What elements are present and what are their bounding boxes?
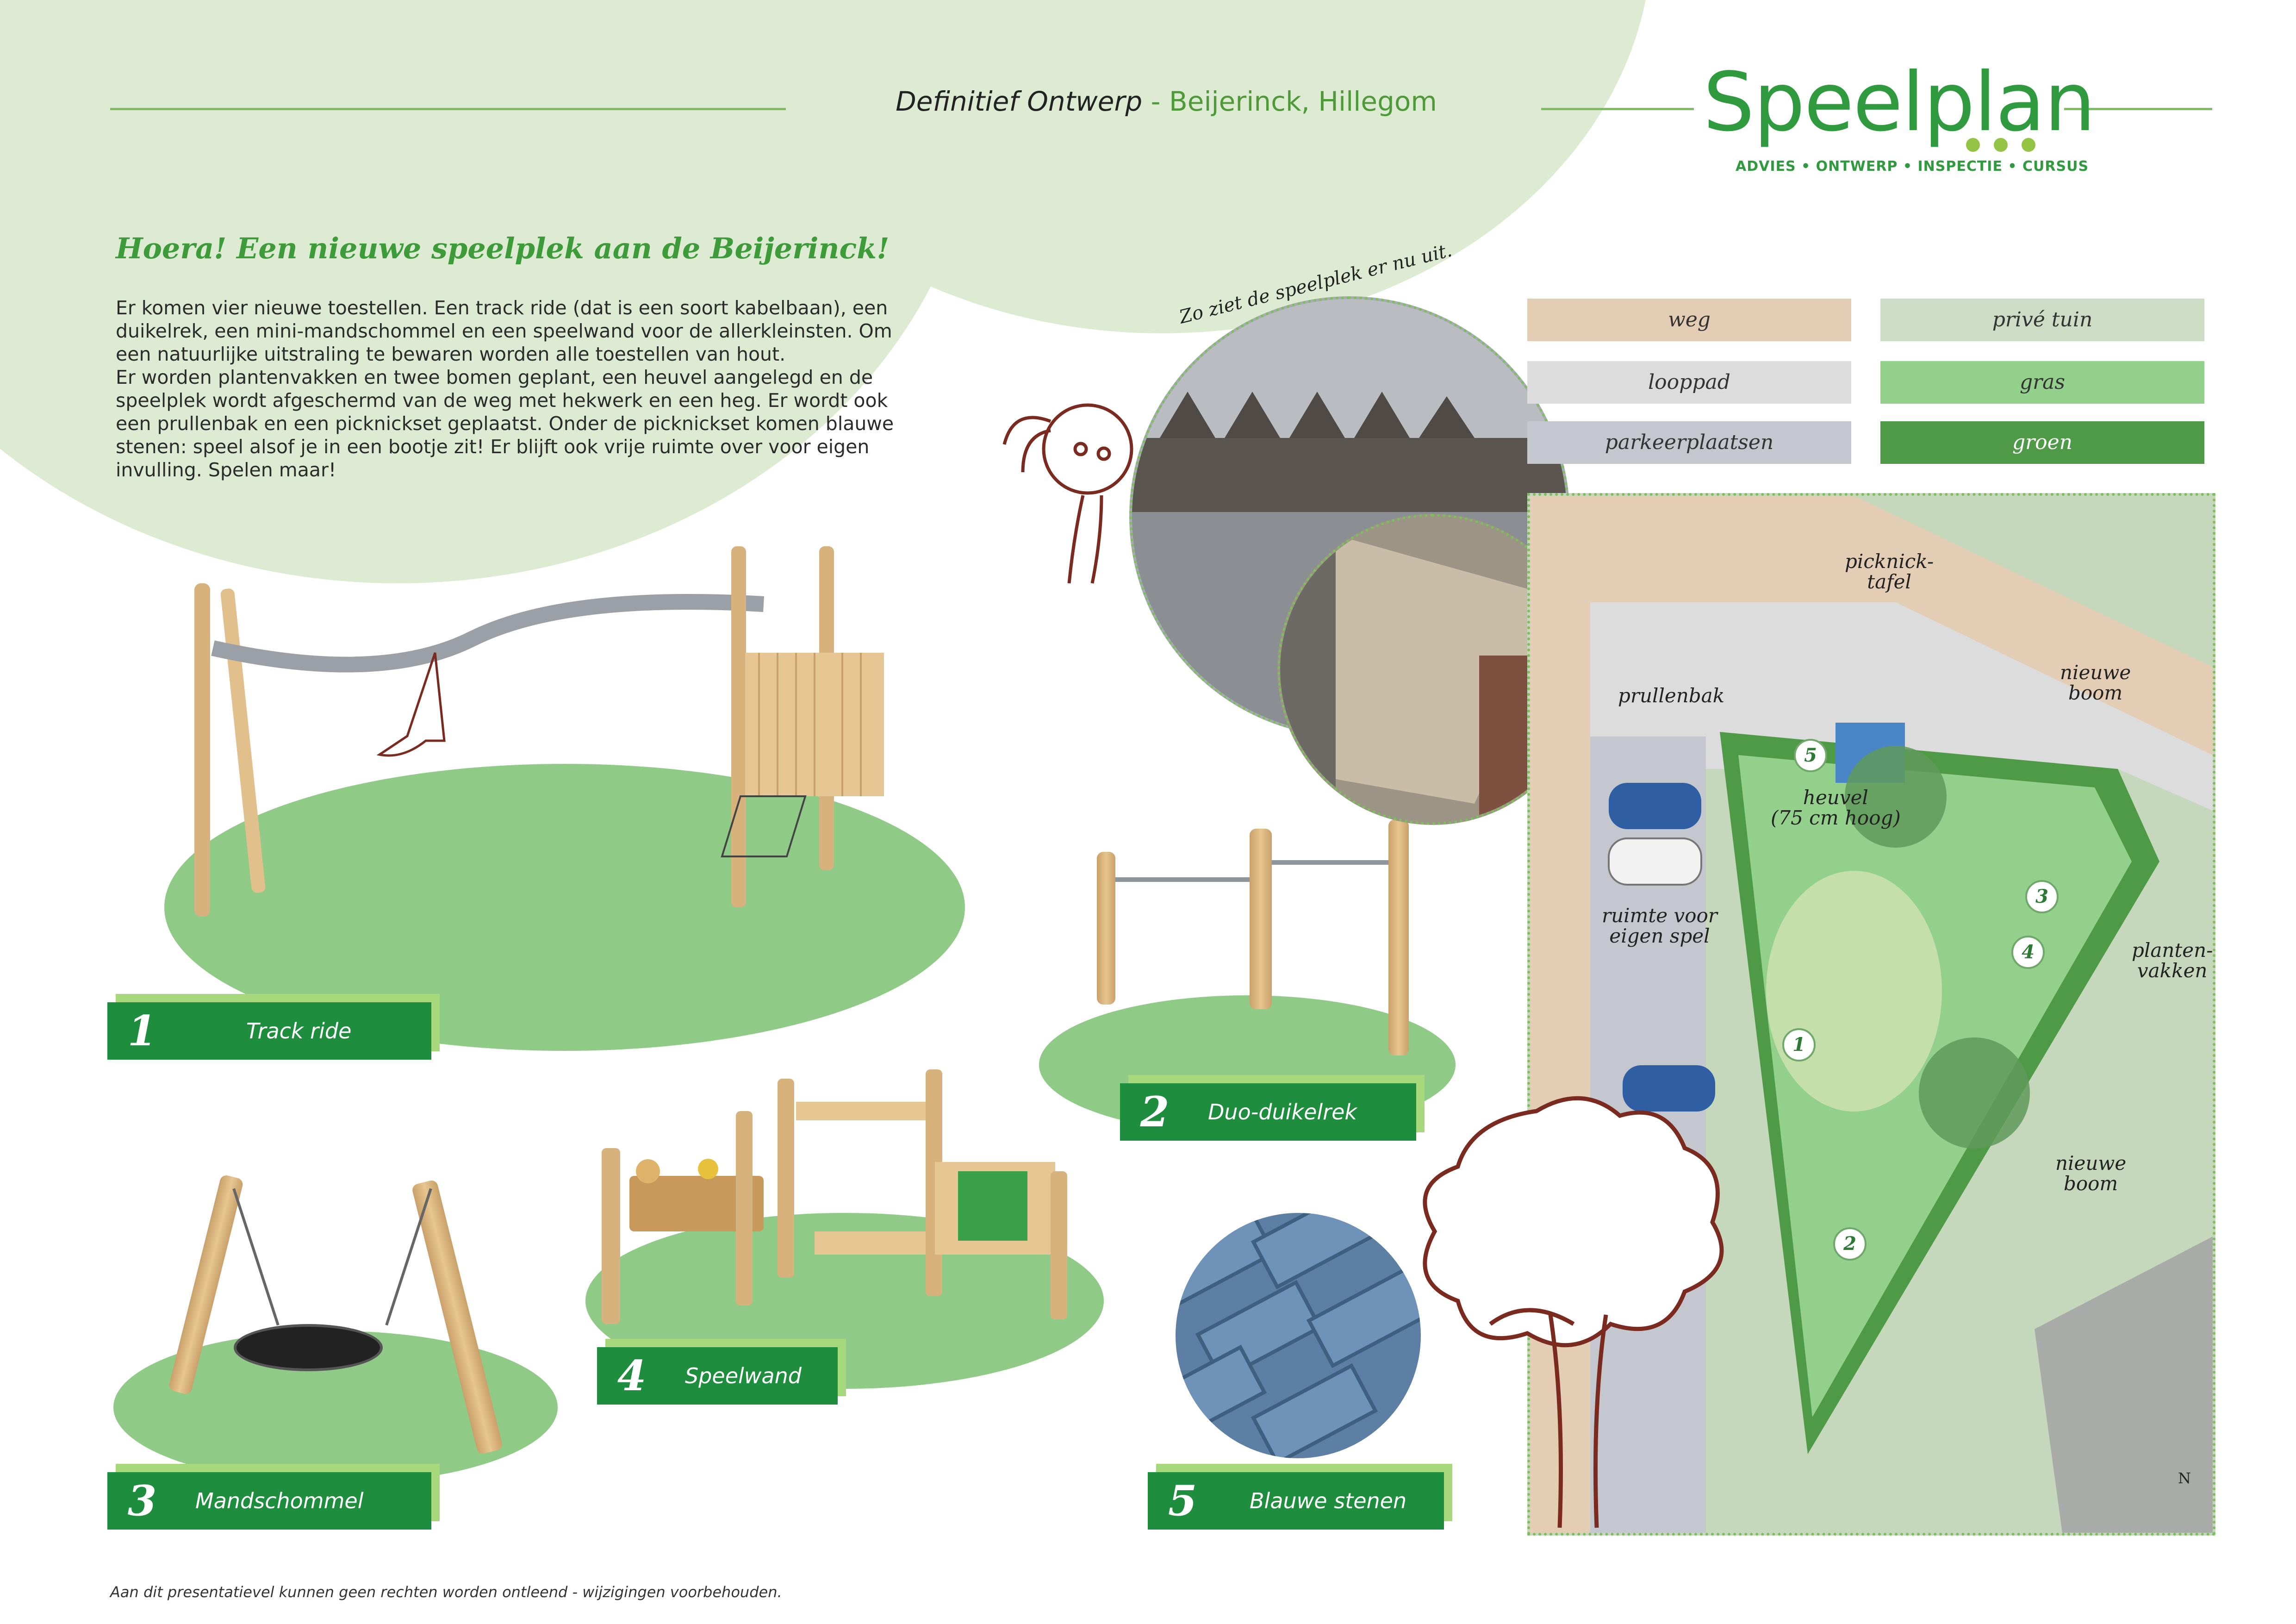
map-label-picknick: picknick- tafel <box>1845 550 1934 593</box>
intro-body: Er komen vier nieuwe toestellen. Een tra… <box>116 296 912 481</box>
item-label-1-number: 1 <box>127 1006 157 1056</box>
map-label-heuvel: heuvel (75 cm hoog) <box>1771 786 1901 829</box>
duikelrek-post-3 <box>1388 819 1409 1056</box>
legend-prive-tuin: privé tuin <box>1880 299 2204 341</box>
mandschommel-basket <box>234 1324 383 1371</box>
legend-parkeerplaatsen: parkeerplaatsen <box>1527 421 1851 464</box>
item-label-2-bar <box>1120 1083 1416 1141</box>
track-ride-illustration <box>185 532 972 949</box>
legend-groen: groen <box>1880 421 2204 464</box>
tree-doodle-svg <box>1423 1096 1724 1528</box>
mandschommel-chain-left <box>232 1188 280 1326</box>
map-marker-2: 2 <box>1833 1227 1867 1261</box>
speelwand-svg <box>602 1069 1067 1324</box>
header-rule-right-b <box>2064 108 2212 110</box>
item-label-3-bar <box>107 1472 431 1530</box>
legend-gras: gras <box>1880 361 2204 404</box>
map-label-ruimte: ruimte voor eigen spel <box>1602 904 1717 947</box>
header-separator: - <box>1142 86 1169 117</box>
intro-paragraph-2: Er worden plantenvakken en twee bomen ge… <box>116 366 894 481</box>
site-plan-map: picknick- tafel prullenbak nieuwe boom h… <box>1527 493 2215 1536</box>
item-label-2-text: Duo-duikelrek <box>1208 1099 1357 1124</box>
item-label-4-text: Speelwand <box>685 1363 802 1388</box>
footer-disclaimer: Aan dit presentatievel kunnen geen recht… <box>110 1583 782 1601</box>
map-marker-1: 1 <box>1782 1028 1816 1062</box>
logo-tagline: ADVIES • ONTWERP • INSPECTIE • CURSUS <box>1736 158 2089 175</box>
logo-word: Speelplan <box>1703 56 2096 150</box>
item-label-4-bar <box>597 1347 838 1405</box>
item-label-3-text: Mandschommel <box>195 1488 364 1513</box>
item-label-2: 2 Duo-duikelrek <box>1120 1075 1425 1141</box>
header-rule-right-a <box>1541 108 1694 110</box>
item-label-5: 5 Blauwe stenen <box>1148 1464 1452 1530</box>
north-arrow-label: N <box>2178 1469 2191 1487</box>
intro-paragraph-1: Er komen vier nieuwe toestellen. Een tra… <box>116 297 892 365</box>
logo-dot-3 <box>2022 138 2035 152</box>
map-label-boom-bottom: nieuwe boom <box>2055 1152 2127 1195</box>
map-marker-4: 4 <box>2011 936 2045 969</box>
logo-dot-2 <box>1994 138 2008 152</box>
track-ride-svg <box>194 546 884 917</box>
item-label-5-number: 5 <box>1168 1476 1197 1525</box>
map-label-boom-top: nieuwe boom <box>2060 661 2131 704</box>
item-label-1-bar <box>107 1002 431 1060</box>
item-label-5-bar <box>1148 1472 1444 1530</box>
item-label-5-text: Blauwe stenen <box>1250 1488 1407 1513</box>
header-title: Definitief Ontwerp - Beijerinck, Hillego… <box>847 86 1486 117</box>
map-label-prullenbak: prullenbak <box>1618 684 1725 707</box>
header-title-main: Definitief Ontwerp <box>896 86 1143 117</box>
duikelrek-post-2 <box>1250 829 1272 1009</box>
item-label-4-number: 4 <box>617 1351 647 1400</box>
item-label-1: 1 Track ride <box>107 994 440 1060</box>
map-marker-5: 5 <box>1794 739 1827 772</box>
duikelrek-post-1 <box>1097 852 1115 1005</box>
item-label-1-text: Track ride <box>246 1018 352 1043</box>
item-label-3: 3 Mandschommel <box>107 1464 440 1530</box>
duikelrek-bar-low <box>1115 877 1250 882</box>
header-subtitle: Beijerinck, Hillegom <box>1169 86 1437 117</box>
blauwe-stenen-photo <box>1176 1213 1421 1458</box>
speelwand-illustration <box>592 1056 1088 1343</box>
tree-doodle <box>1398 1083 1759 1537</box>
logo-dot-1 <box>1966 138 1980 152</box>
blauwe-stenen-pattern <box>1176 1213 1421 1458</box>
header-rule-left <box>110 108 786 110</box>
intro-title: Hoera! Een nieuwe speelplek aan de Beije… <box>116 231 890 265</box>
legend-weg: weg <box>1527 299 1851 341</box>
mandschommel-chain-right <box>385 1188 432 1326</box>
girl-mascot-doodle <box>995 380 1148 620</box>
item-label-2-number: 2 <box>1140 1087 1170 1137</box>
girl-mascot-svg <box>1002 403 1133 584</box>
legend-looppad: looppad <box>1527 361 1851 404</box>
speelplan-logo: Speelplan ADVIES • ONTWERP • INSPECTIE •… <box>1694 56 2096 181</box>
map-label-planten: planten- vakken <box>2132 939 2213 982</box>
duikelrek-bar-high <box>1272 860 1388 865</box>
item-label-3-number: 3 <box>127 1476 157 1525</box>
item-label-4: 4 Speelwand <box>597 1339 846 1405</box>
map-marker-3: 3 <box>2025 880 2059 913</box>
